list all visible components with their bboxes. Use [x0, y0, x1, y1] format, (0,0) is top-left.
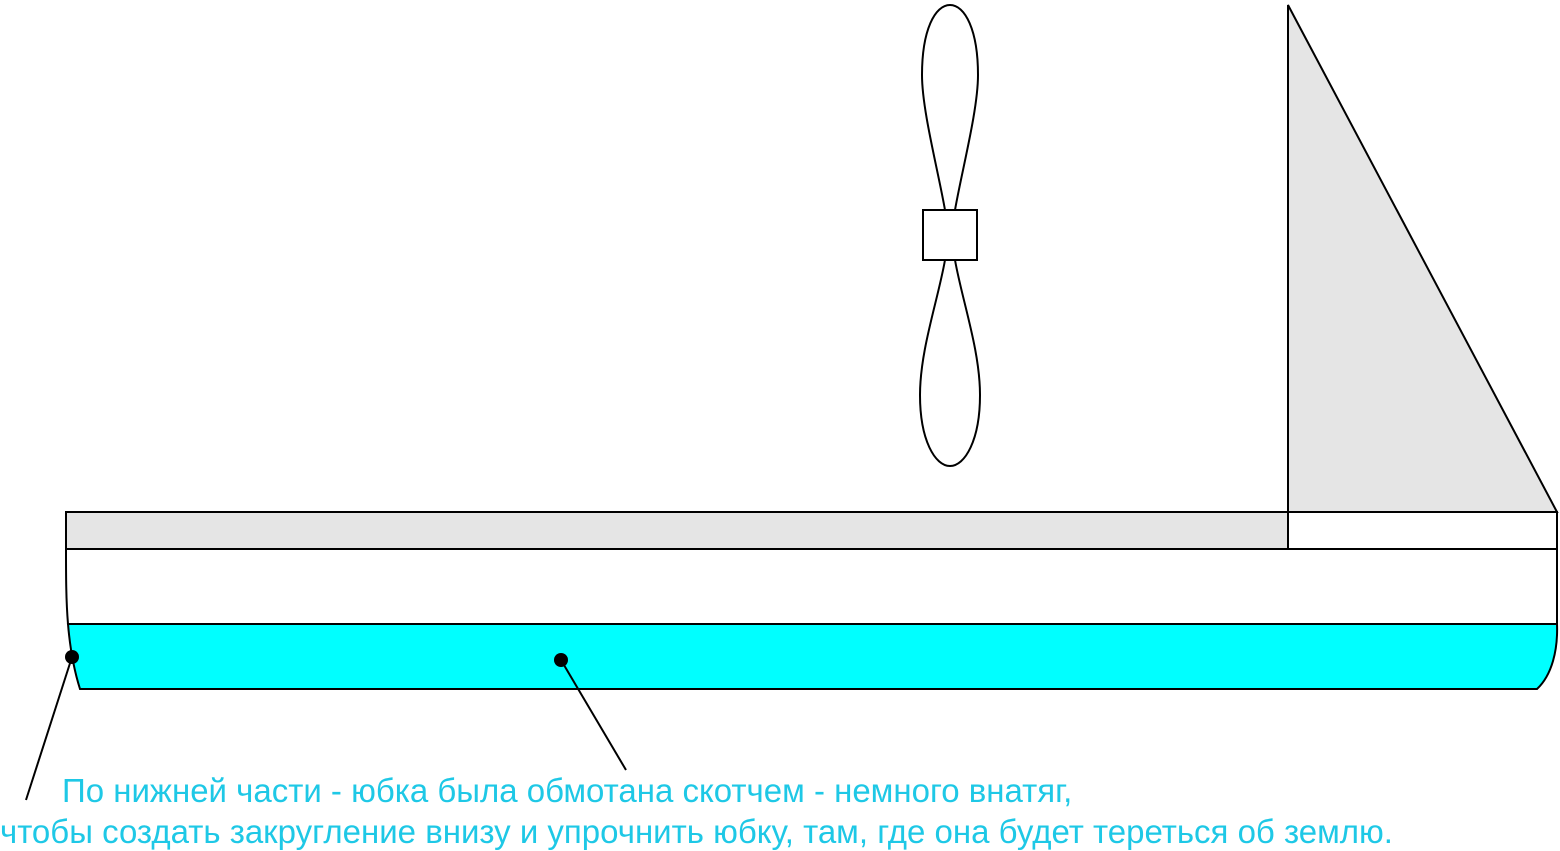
propeller-blade-upper — [920, 3, 980, 211]
deck-strip — [65, 511, 1289, 550]
leader-line-center — [560, 659, 627, 771]
propeller-blade-lower — [918, 259, 982, 468]
leader-line-left — [25, 656, 73, 801]
deck-strip-rear — [1287, 511, 1558, 550]
caption-line-2: чтобы создать закругление внизу и упрочн… — [0, 813, 1393, 850]
rudder-fin — [1287, 4, 1559, 513]
skirt-tape — [66, 623, 1559, 690]
propeller-hub — [922, 209, 978, 261]
propeller — [918, 3, 982, 468]
caption-line-1: По нижней части - юбка была обмотана ско… — [62, 772, 1073, 809]
annotation-pointers — [25, 650, 627, 801]
hull-body — [64, 548, 1558, 625]
